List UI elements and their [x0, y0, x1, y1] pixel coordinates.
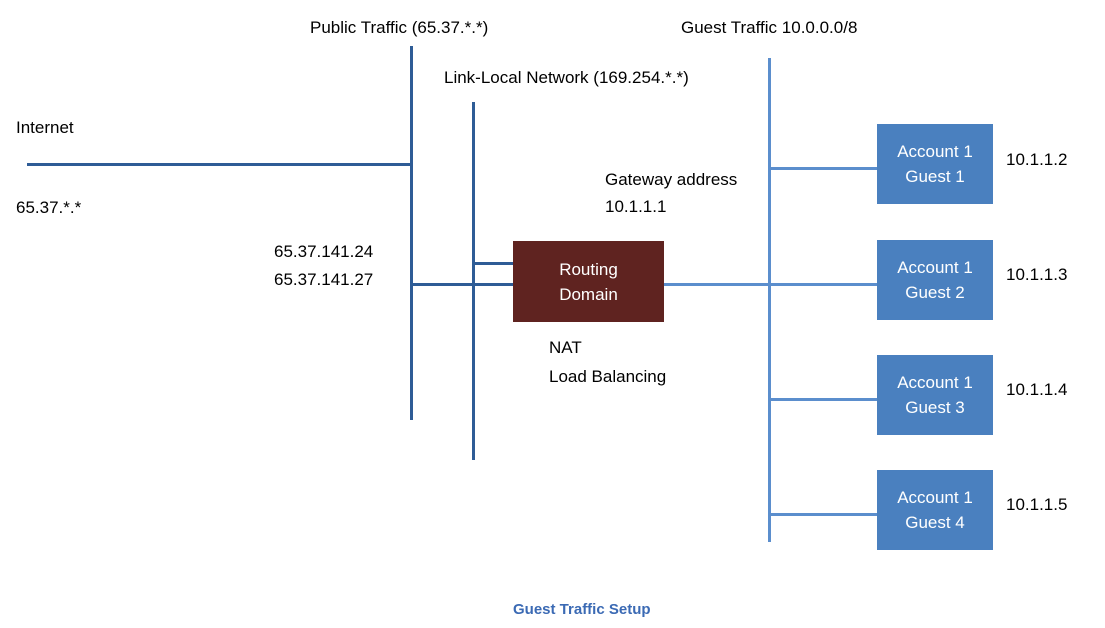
guest-node-3-account: Account 1	[897, 373, 973, 392]
public-ip-2-label: 65.37.141.27	[274, 270, 374, 289]
routing-domain-label-line1: Routing	[559, 259, 618, 279]
guest-node-4-ip: 10.1.1.5	[1006, 495, 1068, 514]
guest-traffic-zone-label: Guest Traffic 10.0.0.0/8	[681, 18, 858, 37]
diagram-caption: Guest Traffic Setup	[513, 601, 651, 618]
internet-label: Internet	[16, 118, 74, 137]
guest-node-3-name: Guest 3	[905, 398, 965, 417]
router-function-nat-label: NAT	[549, 338, 582, 357]
router-to-guest-trunk-line	[663, 283, 771, 286]
guest-node-1-ip: 10.1.1.2	[1006, 150, 1068, 169]
guest-node-2-ip: 10.1.1.3	[1006, 265, 1068, 284]
gateway-address-label: Gateway address	[605, 170, 738, 189]
guest-branch-line-2	[768, 283, 880, 286]
public-ip-1-label: 65.37.141.24	[274, 242, 374, 261]
link-local-trunk-line	[472, 102, 475, 460]
guest-branch-line-3	[768, 398, 880, 401]
gateway-address-value: 10.1.1.1	[605, 197, 667, 216]
guest-node-2-account: Account 1	[897, 258, 973, 277]
guest-node-3-ip: 10.1.1.4	[1006, 380, 1068, 399]
link-local-to-router-line	[472, 262, 516, 265]
guest-branch-line-4	[768, 513, 880, 516]
public-traffic-zone-label: Public Traffic (65.37.*.*)	[310, 18, 489, 37]
routing-domain-label-line2: Domain	[559, 284, 618, 304]
public-traffic-trunk-line	[410, 46, 413, 420]
guest-node-1-account: Account 1	[897, 142, 973, 161]
guest-traffic-trunk-line	[768, 58, 771, 542]
link-local-zone-label: Link-Local Network (169.254.*.*)	[444, 68, 689, 87]
guest-node-1[interactable]: Account 1 Guest 1	[877, 124, 993, 204]
guest-node-3[interactable]: Account 1 Guest 3	[877, 355, 993, 435]
router-function-load-balancing-label: Load Balancing	[549, 367, 667, 386]
guest-node-2[interactable]: Account 1 Guest 2	[877, 240, 993, 320]
guest-node-4[interactable]: Account 1 Guest 4	[877, 470, 993, 550]
guest-node-4-name: Guest 4	[905, 513, 965, 532]
guest-node-1-name: Guest 1	[905, 167, 965, 186]
internet-link-line	[27, 163, 413, 166]
guest-node-4-account: Account 1	[897, 488, 973, 507]
routing-domain-node[interactable]: Routing Domain	[513, 241, 664, 322]
guest-branch-line-1	[768, 167, 880, 170]
internet-subnet-label: 65.37.*.*	[16, 198, 82, 217]
guest-node-2-name: Guest 2	[905, 283, 965, 302]
public-to-router-line	[410, 283, 516, 286]
